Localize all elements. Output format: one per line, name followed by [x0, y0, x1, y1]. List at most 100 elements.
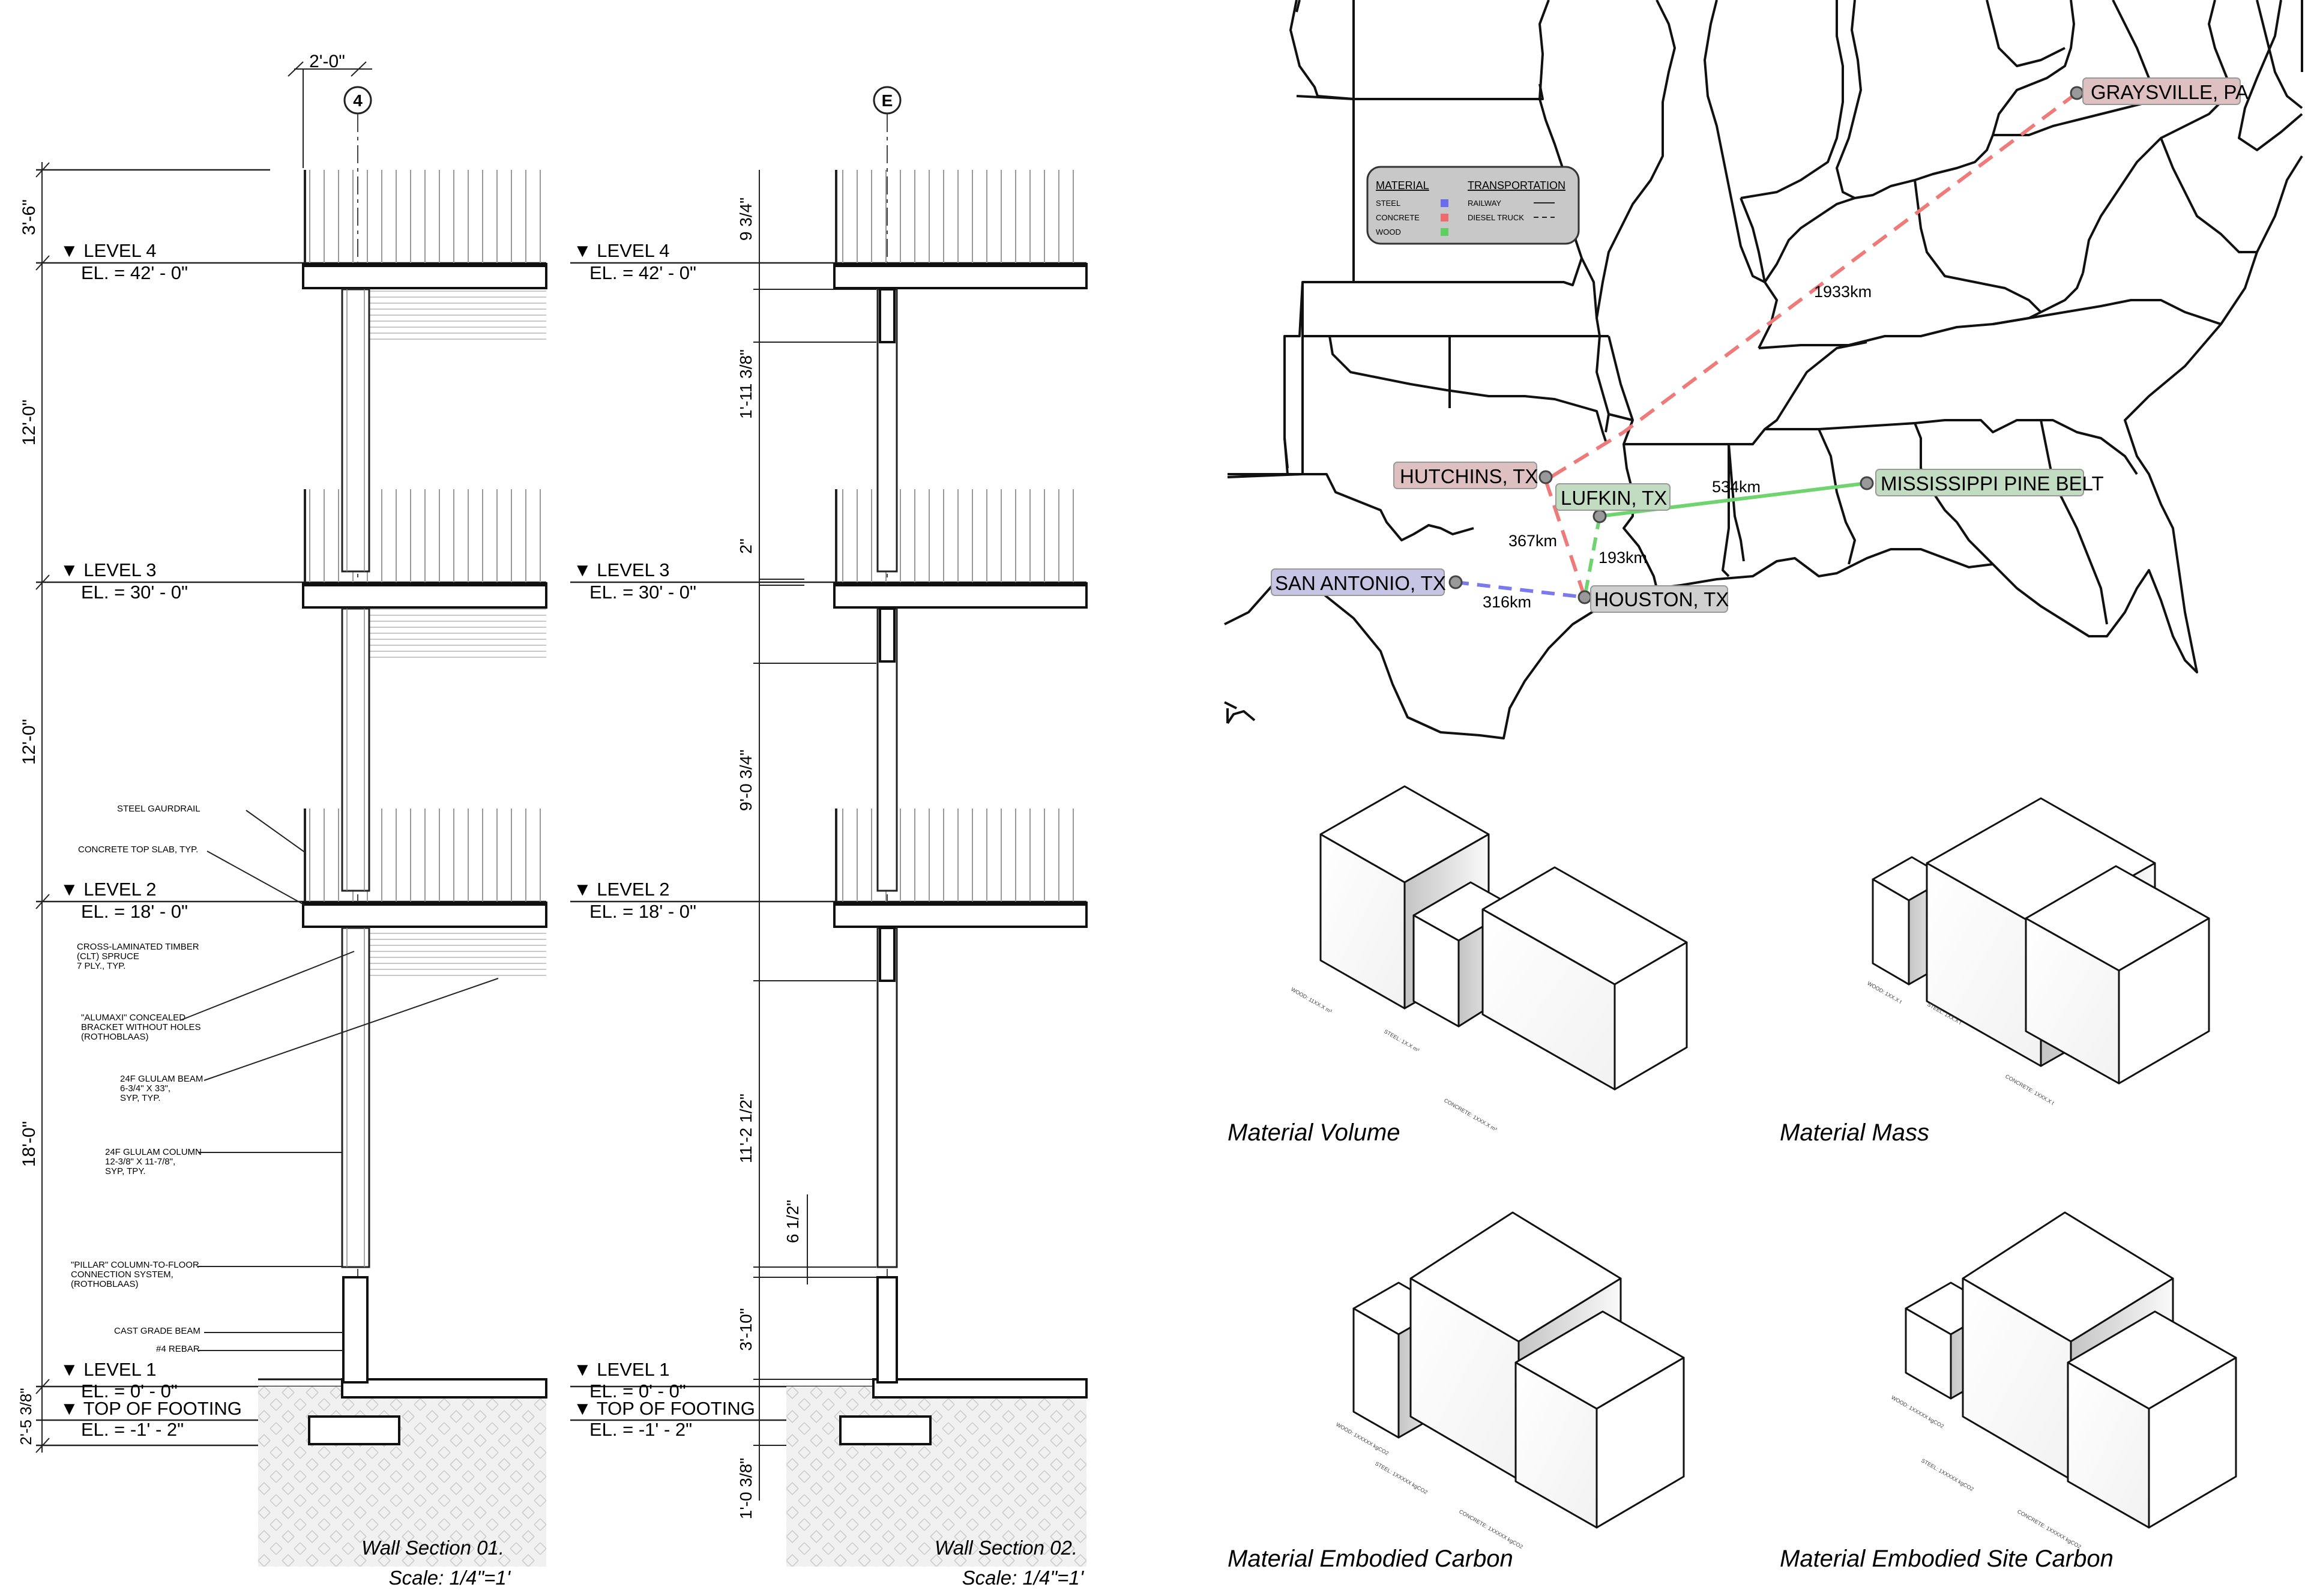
vol-wood-label: WOOD: 11XX.X m³ [1290, 986, 1333, 1014]
route-hutchins-houston [1544, 480, 1586, 598]
s2-level3-label: ▼ LEVEL 3 [573, 559, 670, 580]
node-hutchins [1538, 470, 1553, 484]
wall-section-02: E ▼ LEVEL 4 EL. = 42' - 0" ▼ LEV [570, 86, 1088, 1589]
s2-dim-5: 11'-2 1/2" [737, 1094, 755, 1163]
level4-elevation: EL. = 42' - 0" [81, 262, 188, 283]
s2-dim-1: 9 3/4" [737, 197, 755, 241]
node-houston [1577, 590, 1592, 604]
dist-534: 534km [1712, 478, 1761, 496]
note-alumaxi-2: BRACKET WITHOUT HOLES [81, 1022, 200, 1032]
level2-label: ▼ LEVEL 2 [60, 879, 157, 900]
dim-12-0-a: 12'-0" [19, 400, 39, 445]
legend-truck: DIESEL TRUCK [1468, 213, 1524, 222]
note-clt-2: (CLT) SPRUCE [77, 951, 139, 962]
dim-2-5: 2'-5 3/8" [17, 1388, 35, 1445]
label-bg-lufkin [1555, 483, 1671, 511]
section1-scale: Scale: 1/4"=1' [389, 1567, 511, 1589]
dim-3-6: 3'-6" [19, 199, 39, 235]
route-lufkin-houston [1583, 516, 1601, 598]
dim-18-0: 18'-0" [19, 1121, 39, 1167]
legend-wood: WOOD [1376, 227, 1401, 236]
place-lufkin: LUFKIN, TX [1561, 487, 1667, 509]
carbon-steel-label: STEEL: 1XXXXX kgCO2 [1374, 1460, 1429, 1495]
note-alumaxi-1: "ALUMAXI" CONCEALED [81, 1013, 185, 1023]
legend-swatch-steel [1441, 199, 1448, 207]
diagram-embodied-carbon: WOOD: 1XXXXX kgCO2 STEEL: 1XXXXX kgCO2 C… [1228, 1211, 1685, 1572]
note-column-1: 24F GLULAM COLUMN [105, 1147, 202, 1157]
s2-level4-label: ▼ LEVEL 4 [573, 240, 670, 261]
s2-level4-elevation: EL. = 42' - 0" [589, 262, 696, 283]
label-bg-graysville [2082, 77, 2241, 105]
wall-section-01: 2'-0" 4 [17, 52, 547, 1589]
s2-dim-6: 6 1/2" [783, 1200, 802, 1243]
s2-dim-4: 9'-0 3/4" [737, 750, 755, 811]
grid-bubble [343, 86, 372, 115]
state-borders [1224, 0, 2303, 739]
place-hutchins: HUTCHINS, TX [1400, 465, 1538, 487]
grid-id: 4 [353, 91, 363, 110]
s2-footing-label: ▼ TOP OF FOOTING [573, 1398, 755, 1419]
note-beam-3: SYP, TYP. [120, 1093, 161, 1103]
route-sanantonio-houston [1455, 580, 1585, 599]
dist-193: 193km [1598, 549, 1647, 567]
node-sanantonio [1448, 575, 1463, 589]
note-pillar-3: (ROTHOBLAAS) [71, 1279, 139, 1289]
diagram-embodied-site-carbon: WOOD: 1XXXXX kgCO2 STEEL: 1XXXXX kgCO2 C… [1780, 1211, 2237, 1572]
note-top-slab: CONCRETE TOP SLAB, TYP. [78, 845, 198, 855]
legend-swatch-wood [1441, 228, 1448, 236]
label-bg-houston [1590, 585, 1728, 613]
site-wood-label: WOOD: 1XXXXX kgCO2 [1890, 1394, 1945, 1429]
grid-id-e: E [882, 91, 893, 110]
level3-elevation: EL. = 30' - 0" [81, 582, 188, 603]
legend-transport-title: TRANSPORTATION [1468, 179, 1565, 191]
grid-bubble-e [873, 86, 902, 115]
legend-concrete: CONCRETE [1376, 213, 1420, 222]
s2-dim-8: 1'-0 3/8" [737, 1458, 755, 1519]
diagram-material-volume: WOOD: 11XX.X m³ STEEL: 1X.X m³ CONCRETE:… [1228, 785, 1688, 1146]
note-rebar: #4 REBAR [156, 1344, 200, 1354]
map-legend: MATERIAL TRANSPORTATION STEEL CONCRETE W… [1366, 166, 1580, 245]
note-beam-1: 24F GLULAM BEAM [120, 1074, 203, 1084]
diagram-title-mass: Material Mass [1780, 1119, 1929, 1146]
diagram-material-mass: WOOD: 1XX.X t STEEL: 1XX.X t CONCRETE: 1… [1780, 797, 2210, 1146]
note-clt-1: CROSS-LAMINATED TIMBER [77, 942, 199, 952]
route-graysville-hutchins [1544, 91, 2078, 482]
place-graysville: GRAYSVILLE, PA [2091, 81, 2249, 103]
note-pillar-2: CONNECTION SYSTEM, [71, 1269, 173, 1280]
place-pinebelt: MISSISSIPPI PINE BELT [1881, 472, 2104, 495]
level1-elevation: EL. = 0' - 0" [81, 1381, 178, 1402]
transport-map: GRAYSVILLE, PA HUTCHINS, TX LUFKIN, TX M… [1224, 0, 2303, 739]
note-grade-beam: CAST GRADE BEAM [114, 1326, 200, 1336]
label-bg-sanantonio [1271, 568, 1445, 596]
level1-label: ▼ LEVEL 1 [60, 1359, 157, 1380]
s2-level2-label: ▼ LEVEL 2 [573, 879, 670, 900]
section2-caption: Wall Section 02. [935, 1537, 1077, 1559]
diagram-title-volume: Material Volume [1228, 1119, 1400, 1146]
note-alumaxi-3: (ROTHOBLAAS) [81, 1032, 149, 1042]
s2-dim-7: 3'-10" [737, 1308, 755, 1351]
dist-1933: 1933km [1814, 283, 1872, 301]
place-houston: HOUSTON, TX [1594, 588, 1729, 610]
node-graysville [2070, 86, 2084, 100]
legend-steel: STEEL [1376, 199, 1400, 208]
note-column-2: 12-3/8" X 11-7/8", [105, 1157, 175, 1167]
diagram-title-carbon: Material Embodied Carbon [1228, 1546, 1513, 1572]
dim-12-0-b: 12'-0" [19, 719, 39, 765]
legend-material-title: MATERIAL [1376, 179, 1429, 191]
note-beam-2: 6-3/4" X 33", [120, 1083, 170, 1094]
label-bg-hutchins [1393, 462, 1537, 489]
site-steel-label: STEEL: 1XXXXX kgCO2 [1920, 1457, 1975, 1492]
mass-concrete-label: CONCRETE: 1XXX.X t [2004, 1073, 2055, 1106]
diagram-title-site-carbon: Material Embodied Site Carbon [1780, 1546, 2114, 1572]
note-pillar-1: "PILLAR" COLUMN-TO-FLOOR [71, 1260, 199, 1270]
level2-elevation: EL. = 18' - 0" [81, 901, 188, 922]
vol-steel-label: STEEL: 1X.X m³ [1383, 1028, 1420, 1053]
top-dimension: 2'-0" [309, 52, 345, 71]
s2-dim-3: 2" [737, 538, 755, 554]
note-column-3: SYP, TPY. [105, 1166, 146, 1176]
carbon-concrete-label: CONCRETE: 1XXXXX kgCO2 [1458, 1508, 1524, 1550]
level4-label: ▼ LEVEL 4 [60, 240, 157, 261]
label-bg-pinebelt [1875, 469, 2084, 496]
legend-railway: RAILWAY [1468, 199, 1501, 208]
